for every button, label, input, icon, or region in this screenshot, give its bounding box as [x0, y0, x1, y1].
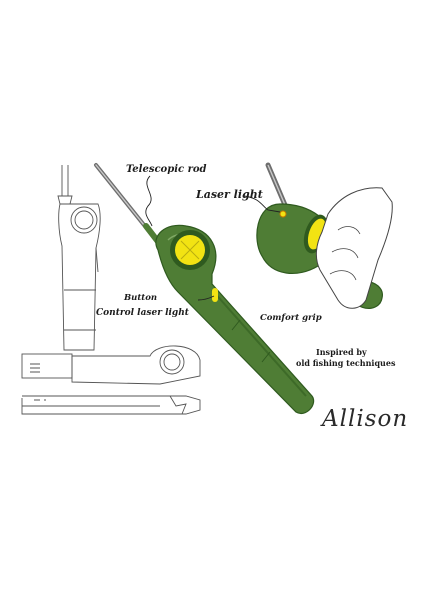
label-inspired-line1: Inspired by	[316, 347, 367, 357]
label-telescopic-rod: Telescopic rod	[126, 164, 207, 175]
hand-holding-device	[256, 162, 393, 309]
label-button: Button	[124, 293, 158, 303]
top-view-sketch	[21, 345, 201, 385]
label-control-laser-light: Control laser light	[96, 308, 189, 318]
label-comfort-grip: Comfort grip	[260, 313, 322, 323]
laser-light-icon	[279, 210, 287, 218]
bottom-view-sketch	[21, 395, 201, 415]
label-laser-light: Laser light	[196, 188, 263, 201]
annotation-lines	[145, 175, 281, 301]
label-inspired-line2: old fishing techniques	[296, 358, 396, 368]
laser-handle-body	[155, 224, 315, 414]
side-view-sketch	[57, 165, 101, 351]
designer-signature: Allison	[322, 406, 409, 432]
control-button-icon	[212, 288, 218, 302]
telescopic-rod	[94, 163, 169, 255]
